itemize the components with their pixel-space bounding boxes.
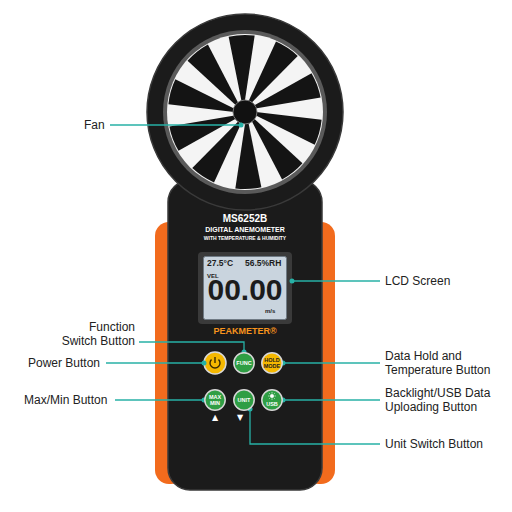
sun-ray: [269, 397, 271, 399]
screen-reading: 27.5°C: [207, 259, 233, 268]
leader-dot: [202, 361, 207, 366]
screen-panel: [204, 257, 287, 320]
button-circle: [234, 353, 254, 373]
power-symbol: [214, 357, 215, 363]
brand-logo: PEAKMETER®: [185, 326, 305, 336]
max-min-button: MAX MIN: [204, 389, 226, 411]
usb-button: USB: [261, 389, 283, 411]
part-label: Power Button: [28, 356, 118, 370]
fan-blade: [188, 45, 239, 106]
lcd-frame: [198, 252, 292, 324]
sun-ray: [272, 399, 273, 400]
leader-lines: [106, 125, 380, 444]
leader-line: [292, 280, 380, 281]
arrow-symbol: ▲: [209, 413, 221, 422]
fan-blades: [168, 35, 321, 189]
fan-blade: [252, 118, 303, 179]
leader-line: [283, 399, 380, 400]
device-subtitle: WITH TEMPERATURE & HUMIDITY: [185, 235, 305, 241]
function-button: FUNC: [233, 352, 255, 374]
hold-mode-button: HOLD MODE: [261, 352, 283, 374]
fan-housing: [147, 14, 343, 210]
fan-blade: [229, 35, 255, 102]
fan-blade: [254, 73, 321, 108]
leader-dots: [202, 123, 295, 412]
node-outline: [261, 389, 283, 411]
leader-line: [139, 342, 244, 352]
backlight-icon: [268, 392, 276, 400]
lcd-screen: 27.5°C56.5%RHVEL00.00m/s: [203, 256, 287, 320]
screen-reading: 56.5%RH: [245, 259, 281, 268]
button-circle: [262, 353, 282, 373]
sun-ray: [268, 396, 269, 397]
fan-blade: [169, 116, 236, 151]
leader-dot: [290, 279, 295, 284]
part-label: LCD Screen: [385, 274, 495, 288]
part-label: Data Hold and Temperature Button: [385, 349, 507, 377]
device-name: DIGITAL ANEMOMETER: [185, 226, 305, 234]
button-caption: UNIT: [233, 397, 255, 403]
part-label: Backlight/USB Data Uploading Button: [385, 386, 507, 414]
sun-ray: [275, 396, 276, 397]
sun-ray: [273, 397, 275, 399]
sun-disc: [270, 394, 273, 397]
leader-dot: [239, 123, 244, 128]
button-circle: [205, 390, 225, 410]
sun-ray: [273, 393, 275, 395]
leader-line: [115, 399, 204, 400]
leader-line: [110, 124, 241, 125]
fan-ring: [163, 30, 327, 194]
fan-opening: [167, 34, 323, 190]
fan-hub: [233, 100, 257, 124]
leader-line: [283, 362, 380, 363]
button-circle: [262, 390, 282, 410]
sun-ray: [272, 392, 273, 393]
part-label: Max/Min Button: [24, 393, 124, 407]
model-number: MS6252B: [185, 213, 305, 224]
screen-reading: 00.00: [203, 275, 287, 305]
screen-reading: m/s: [265, 308, 275, 314]
button-caption: FUNC: [233, 360, 255, 366]
power-button: [204, 352, 226, 374]
part-label: Function Switch Button: [55, 320, 135, 348]
arrow-symbol: ▼: [234, 413, 246, 422]
button-caption: USB: [261, 401, 283, 407]
leader-line: [106, 362, 204, 363]
leader-line: [250, 409, 380, 444]
button-circle: [234, 390, 254, 410]
part-label: Unit Switch Button: [385, 437, 507, 451]
fan-blade: [235, 122, 261, 189]
button-caption: MAX MIN: [204, 394, 226, 406]
unit-button: UNIT: [233, 389, 255, 411]
sun-ray: [269, 393, 271, 395]
part-label: Fan: [84, 118, 124, 132]
button-caption: HOLD MODE: [261, 357, 283, 369]
